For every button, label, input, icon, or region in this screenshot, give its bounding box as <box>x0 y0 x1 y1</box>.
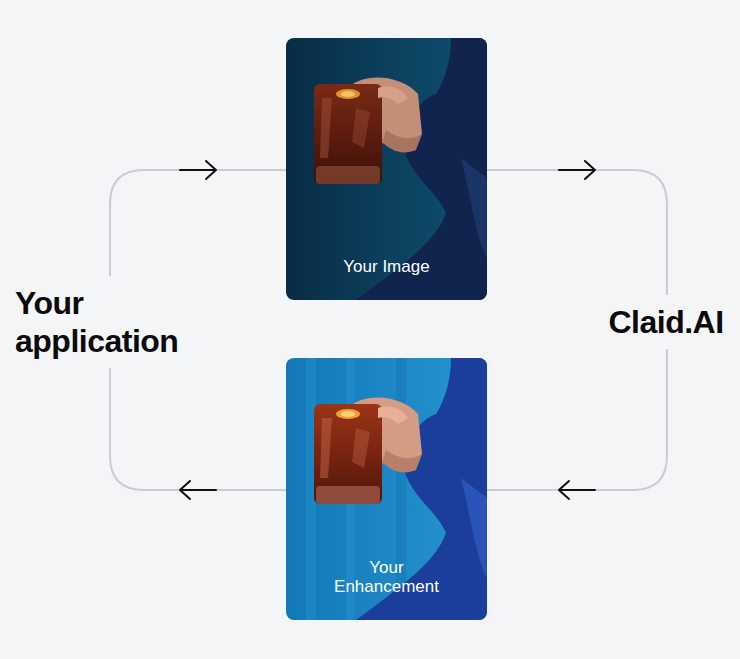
original-photo <box>286 38 487 300</box>
endpoint-label: Claid.AI <box>608 303 725 341</box>
service-label-node: Claid.AI <box>608 303 725 341</box>
arrowhead <box>180 161 216 179</box>
card-caption: Your Image <box>286 257 487 276</box>
flow-connector <box>487 161 667 295</box>
connector-line <box>110 368 286 490</box>
arrowhead <box>559 161 595 179</box>
card-caption: Your Enhancement <box>286 558 487 596</box>
enhanced-photo <box>286 358 487 620</box>
connector-line <box>487 170 667 295</box>
connector-line <box>110 170 286 276</box>
flow-connector <box>110 368 286 499</box>
endpoint-label: Your application <box>15 284 205 360</box>
flow-connector <box>110 161 286 276</box>
flow-connector <box>487 349 667 499</box>
connector-line <box>487 349 667 490</box>
image-card: Your Image <box>286 38 487 300</box>
card-label-text: Your Enhancement <box>327 558 447 596</box>
arrowhead <box>180 481 216 499</box>
arrowhead <box>559 481 595 499</box>
image-card: Your Enhancement <box>286 358 487 620</box>
card-label-text: Your Image <box>343 257 429 276</box>
app-label-node: Your application <box>15 284 205 360</box>
